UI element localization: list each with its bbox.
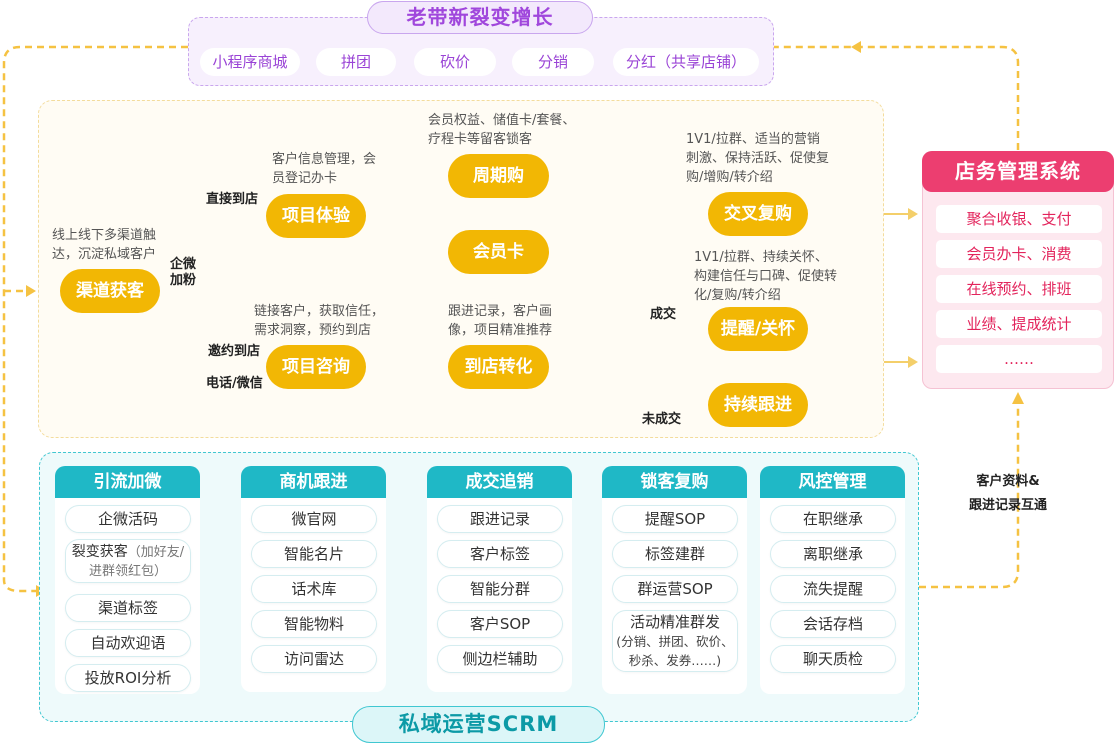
store-item-checkout: 聚合收银、支付 bbox=[936, 205, 1102, 233]
scrm-item-chat-archive: 会话存档 bbox=[770, 610, 896, 638]
experience-note: 客户信息管理，会员登记办卡 bbox=[272, 152, 377, 186]
periodic-node: 周期购 bbox=[448, 154, 549, 198]
scrm-item-fission-sub: （加好友/进群领红包） bbox=[88, 545, 185, 579]
no-deal-label: 未成交 bbox=[642, 412, 682, 427]
store-item-booking: 在线预约、排班 bbox=[936, 275, 1102, 303]
scrm-item-fission-label: 裂变获客 bbox=[71, 544, 128, 560]
scrm-item-chat-qc: 聊天质检 bbox=[770, 645, 896, 673]
scrm-item-churn-alert: 流失提醒 bbox=[770, 575, 896, 603]
scrm-item-script-lib: 话术库 bbox=[251, 575, 377, 603]
cross-note: 1V1/拉群、适当的营销刺激、保持活跃、促使复购/增购/转介绍 bbox=[686, 132, 830, 185]
direct-store-label: 直接到店 bbox=[206, 192, 259, 207]
scrm-item-group-sop: 群运营SOP bbox=[612, 575, 738, 603]
growth-item-distribution: 分销 bbox=[512, 48, 594, 76]
scrm-item-customer-sop: 客户SOP bbox=[437, 610, 563, 638]
growth-item-bargain: 砍价 bbox=[414, 48, 496, 76]
scrm-item-remind-sop: 提醒SOP bbox=[612, 505, 738, 533]
scrm-item-roi: 投放ROI分析 bbox=[65, 664, 191, 692]
scrm-item-mass-send-label: 活动精准群发 bbox=[629, 613, 720, 631]
member-card-node: 会员卡 bbox=[448, 230, 549, 274]
scrm-item-resign-inherit: 离职继承 bbox=[770, 540, 896, 568]
store-item-performance: 业绩、提成统计 bbox=[936, 310, 1102, 338]
add-fans-label: 加粉 bbox=[170, 273, 197, 288]
growth-item-mall: 小程序商城 bbox=[200, 48, 300, 76]
growth-item-group-buy: 拼团 bbox=[316, 48, 396, 76]
scrm-item-onjob-inherit: 在职继承 bbox=[770, 505, 896, 533]
scrm-item-tag-group: 标签建群 bbox=[612, 540, 738, 568]
phone-wechat-label: 电话/微信 bbox=[206, 376, 263, 391]
growth-title: 老带新裂变增长 bbox=[367, 1, 593, 34]
scrm-column-leads-head: 商机跟进 bbox=[241, 466, 386, 498]
scrm-item-micro-site: 微官网 bbox=[251, 505, 377, 533]
scrm-item-smart-material: 智能物料 bbox=[251, 610, 377, 638]
scrm-item-fission: 裂变获客（加好友/进群领红包） bbox=[65, 539, 191, 583]
scrm-column-retention-head: 锁客复购 bbox=[602, 466, 747, 498]
experience-node: 项目体验 bbox=[266, 194, 366, 238]
followup-node: 持续跟进 bbox=[708, 383, 808, 427]
scrm-item-follow-record: 跟进记录 bbox=[437, 505, 563, 533]
sync-label-line1: 客户资料& bbox=[976, 474, 1040, 489]
scrm-item-smart-group: 智能分群 bbox=[437, 575, 563, 603]
cross-repurchase-node: 交叉复购 bbox=[708, 192, 808, 236]
scrm-item-visit-radar: 访问雷达 bbox=[251, 645, 377, 673]
scrm-column-traffic-head: 引流加微 bbox=[55, 466, 200, 498]
remind-note: 1V1/拉群、持续关怀、构建信任与口碑、促使转化/复购/转介绍 bbox=[694, 250, 838, 303]
channel-node: 渠道获客 bbox=[60, 269, 160, 313]
scrm-column-deal-head: 成交追销 bbox=[427, 466, 572, 498]
store-item-more: …… bbox=[936, 345, 1102, 373]
store-system-title: 店务管理系统 bbox=[922, 151, 1114, 192]
scrm-item-smart-card: 智能名片 bbox=[251, 540, 377, 568]
consult-note: 链接客户，获取信任，需求洞察，预约到店 bbox=[254, 304, 385, 338]
visit-conversion-node: 到店转化 bbox=[448, 345, 549, 389]
invite-store-label: 邀约到店 bbox=[208, 344, 261, 359]
growth-item-dividend: 分红（共享店铺） bbox=[613, 48, 759, 76]
visit-note: 跟进记录，客户画像，项目精准推荐 bbox=[448, 304, 553, 338]
remind-care-node: 提醒/关怀 bbox=[708, 307, 808, 351]
scrm-item-channel-tag: 渠道标签 bbox=[65, 594, 191, 622]
channel-note: 线上线下多渠道触达，沉淀私域客户 bbox=[52, 228, 157, 262]
deal-label: 成交 bbox=[650, 307, 677, 322]
scrm-item-welcome: 自动欢迎语 bbox=[65, 629, 191, 657]
scrm-title: 私域运营SCRM bbox=[352, 706, 605, 743]
scrm-item-mass-send-sub: (分销、拼团、砍价、秒杀、发券……) bbox=[616, 634, 734, 668]
scrm-item-mass-send: 活动精准群发 (分销、拼团、砍价、秒杀、发券……) bbox=[612, 610, 738, 672]
sync-label-line2: 跟进记录互通 bbox=[968, 498, 1047, 513]
scrm-column-risk-head: 风控管理 bbox=[760, 466, 905, 498]
sync-label: 客户资料& 跟进记录互通 bbox=[948, 470, 1068, 518]
store-item-membership: 会员办卡、消费 bbox=[936, 240, 1102, 268]
wecom-label: 企微 bbox=[170, 257, 197, 272]
scrm-item-qrcode: 企微活码 bbox=[65, 505, 191, 533]
periodic-note: 会员权益、储值卡/套餐、疗程卡等留客锁客 bbox=[428, 113, 576, 147]
consult-node: 项目咨询 bbox=[266, 345, 366, 389]
scrm-item-customer-tag: 客户标签 bbox=[437, 540, 563, 568]
scrm-item-sidebar: 侧边栏辅助 bbox=[437, 645, 563, 673]
